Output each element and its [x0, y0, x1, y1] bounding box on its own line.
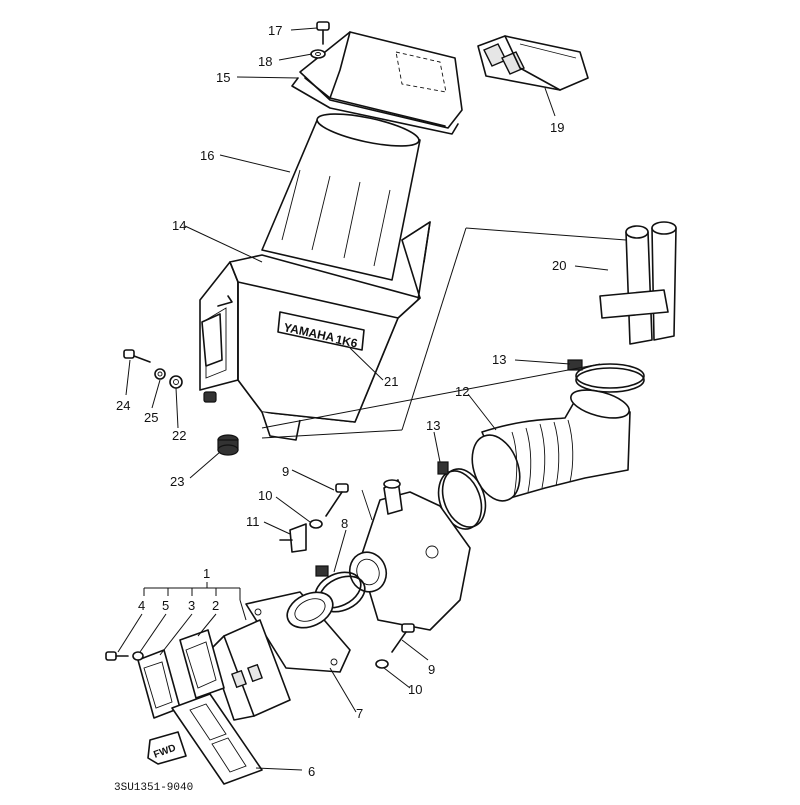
callout-11: 11 — [246, 514, 260, 529]
callout-20: 20 — [552, 258, 566, 273]
case-nameplate: YAMAHA 1K6 — [277, 311, 365, 351]
callout-10b: 10 — [408, 682, 422, 697]
callout-5: 5 — [162, 598, 169, 613]
callout-7: 7 — [356, 706, 363, 721]
callout-4: 4 — [138, 598, 145, 613]
case-bolt — [123, 349, 151, 363]
washer — [310, 49, 326, 59]
callout-17: 17 — [268, 23, 282, 38]
callout-9b: 9 — [428, 662, 435, 677]
callout-22: 22 — [172, 428, 186, 443]
reed-petal — [179, 629, 225, 699]
carburetor-joint-bellows — [471, 389, 631, 502]
callout-18: 18 — [258, 54, 272, 69]
callout-10a: 10 — [258, 488, 272, 503]
intake-duct — [599, 221, 677, 345]
reed-gasket — [171, 693, 263, 785]
callout-13b: 13 — [426, 418, 440, 433]
callout-21: 21 — [384, 374, 398, 389]
part-code: 3SU1351-9040 — [114, 782, 193, 794]
holder-washer-lower — [375, 659, 389, 669]
callout-15: 15 — [216, 70, 230, 85]
reed-valve-assembly — [209, 619, 291, 721]
carburetor-body — [348, 479, 471, 631]
twin-duct-joint — [477, 35, 589, 91]
carburetor-joint — [245, 591, 351, 673]
callout-12: 12 — [455, 384, 469, 399]
holder-washer-upper — [309, 519, 323, 529]
callout-1: 1 — [203, 566, 210, 581]
callout-14: 14 — [172, 218, 186, 233]
leader-lines — [117, 27, 627, 771]
callout-13a: 13 — [492, 352, 506, 367]
callout-9a: 9 — [282, 464, 289, 479]
grommet — [217, 434, 239, 456]
bolt — [316, 21, 330, 45]
case-collar — [169, 375, 183, 389]
holder-bolt-lower — [391, 623, 415, 653]
air-cleaner-case: YAMAHA 1K6 — [199, 221, 431, 441]
air-filter-element — [261, 113, 421, 281]
callout-8: 8 — [341, 516, 348, 531]
reed-washer — [132, 651, 144, 661]
case-washer — [154, 368, 166, 380]
air-duct-cover — [291, 31, 463, 135]
hose-clamp-upper — [567, 359, 645, 393]
callout-23: 23 — [170, 474, 184, 489]
callout-6: 6 — [308, 764, 315, 779]
callout-19: 19 — [550, 120, 564, 135]
forward-direction-tag: FWD — [147, 731, 187, 765]
callout-labels: 17 18 15 19 16 14 20 13 12 21 24 25 22 1… — [114, 23, 566, 794]
reed-screw — [105, 651, 129, 661]
cable-clamp — [279, 523, 307, 553]
callout-24: 24 — [116, 398, 130, 413]
holder-bolt-upper — [325, 483, 349, 517]
callout-25: 25 — [144, 410, 158, 425]
nameplate-model: 1K6 — [334, 332, 359, 350]
callout-2: 2 — [212, 598, 219, 613]
callout-3: 3 — [188, 598, 195, 613]
callout-16: 16 — [200, 148, 214, 163]
